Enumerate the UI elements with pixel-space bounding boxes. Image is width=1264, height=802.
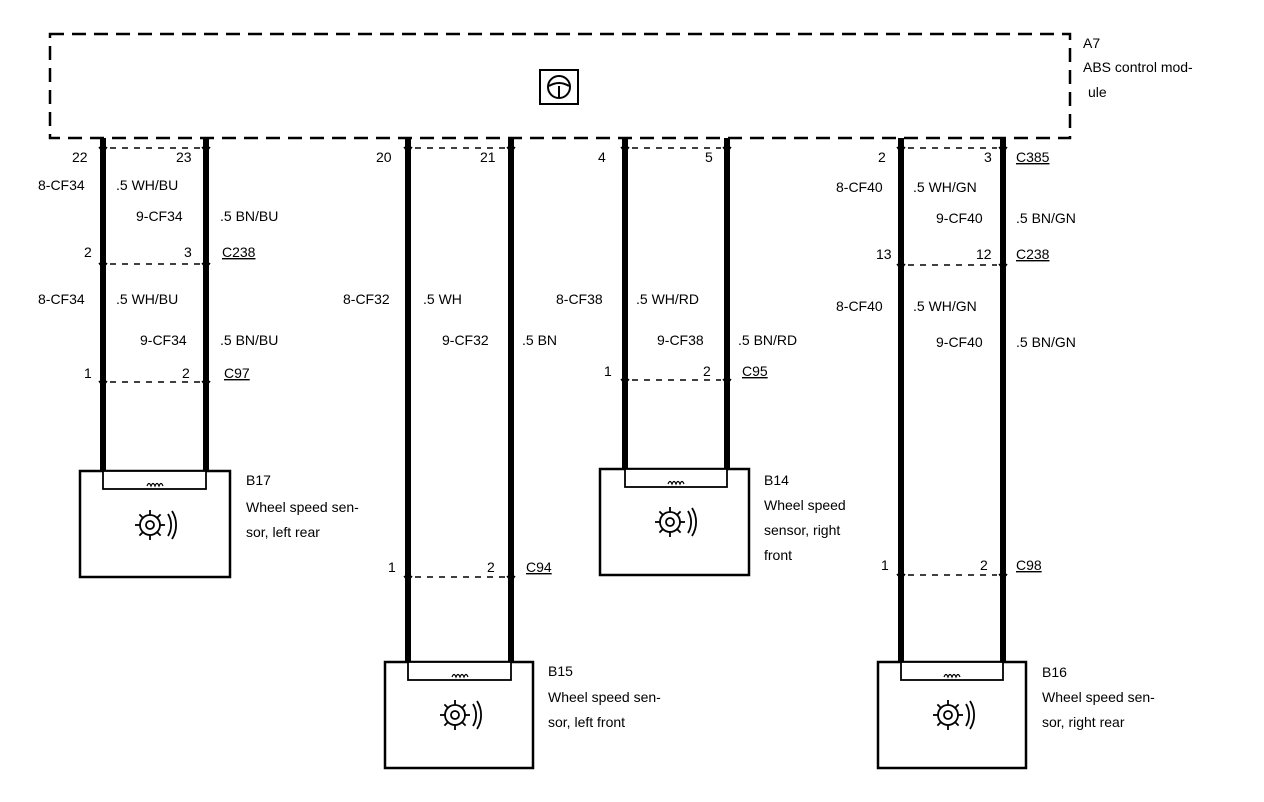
sensor-b16-id: B16 — [1042, 664, 1067, 680]
wire-id: 8-CF40 — [836, 298, 883, 314]
sensor-b17-desc-2: sor, left rear — [246, 524, 320, 540]
sensor-b17-desc-1: Wheel speed sen- — [246, 499, 359, 515]
sensor-b16-desc-2: sor, right rear — [1042, 714, 1125, 730]
sensor-b15-box — [383, 660, 535, 770]
pin-label: 1 — [388, 559, 396, 575]
circuit-cf32 — [403, 138, 516, 662]
wire-id: 9-CF38 — [657, 332, 704, 348]
wire-id: 9-CF34 — [140, 332, 187, 348]
connector-c238: C238 — [222, 244, 256, 260]
pin-label: 2 — [182, 365, 190, 381]
connector-c97: C97 — [224, 365, 250, 381]
steering-wheel-icon — [539, 69, 579, 105]
circuit-cf40 — [896, 138, 1008, 662]
sensor-b17-id: B17 — [246, 472, 271, 488]
wire-spec: .5 BN/RD — [738, 332, 797, 348]
connector-c238: C238 — [1016, 246, 1050, 262]
pin-20: 20 — [376, 149, 392, 165]
pin-label: 1 — [604, 363, 612, 379]
pin-22: 22 — [72, 149, 88, 165]
wire-spec: .5 WH/BU — [116, 177, 178, 193]
sensor-b17-box — [78, 469, 232, 579]
wire-spec: .5 WH/GN — [913, 298, 977, 314]
sensor-b14-desc-1: Wheel speed — [764, 497, 846, 513]
sensor-b14-desc-2: sensor, right — [764, 522, 840, 538]
sensor-b14-box — [598, 467, 751, 577]
wire-id: 9-CF40 — [936, 334, 983, 350]
wire-spec: .5 BN/GN — [1016, 334, 1076, 350]
pin-label: 2 — [487, 559, 495, 575]
wire-spec: .5 BN/GN — [1016, 210, 1076, 226]
sensor-b14-id: B14 — [764, 472, 789, 488]
pin-label: 3 — [184, 244, 192, 260]
sensor-b15-desc-1: Wheel speed sen- — [548, 689, 661, 705]
wire-spec: .5 BN/BU — [220, 208, 278, 224]
wire-spec: .5 BN — [522, 332, 557, 348]
sensor-b15-id: B15 — [548, 663, 573, 679]
module-desc-line1: ABS control mod- — [1083, 59, 1193, 75]
pin-23: 23 — [176, 149, 192, 165]
circuit-cf34 — [98, 138, 211, 471]
module-desc-line2: ule — [1088, 84, 1107, 100]
wire-spec: .5 WH/RD — [636, 291, 699, 307]
wire-spec: .5 WH/GN — [913, 179, 977, 195]
pin-2: 2 — [878, 149, 886, 165]
sensor-b14-desc-3: front — [764, 547, 792, 563]
pin-label: 1 — [881, 557, 889, 573]
wire-id: 8-CF34 — [38, 291, 85, 307]
connector-c94: C94 — [526, 559, 552, 575]
pin-label: 2 — [703, 363, 711, 379]
sensor-b16-box — [876, 660, 1028, 770]
pin-label: 1 — [84, 365, 92, 381]
wire-id: 8-CF34 — [38, 177, 85, 193]
pin-3: 3 — [984, 149, 992, 165]
connector-c385: C385 — [1016, 149, 1050, 165]
pin-label: 2 — [84, 244, 92, 260]
pin-label: 13 — [876, 246, 892, 262]
connector-c95: C95 — [742, 363, 768, 379]
connector-c98: C98 — [1016, 557, 1042, 573]
wire-id: 9-CF40 — [936, 210, 983, 226]
wire-id: 9-CF34 — [136, 208, 183, 224]
pin-label: 2 — [980, 557, 988, 573]
wire-id: 8-CF32 — [343, 291, 390, 307]
wire-id: 9-CF32 — [442, 332, 489, 348]
wire-spec: .5 WH/BU — [116, 291, 178, 307]
wire-spec: .5 WH — [423, 291, 462, 307]
pin-21: 21 — [480, 149, 496, 165]
wire-id: 8-CF40 — [836, 179, 883, 195]
pin-4: 4 — [598, 149, 606, 165]
pin-5: 5 — [705, 149, 713, 165]
abs-module-box — [48, 32, 1072, 140]
sensor-b15-desc-2: sor, left front — [548, 714, 625, 730]
module-id: A7 — [1083, 35, 1100, 51]
sensor-b16-desc-1: Wheel speed sen- — [1042, 689, 1155, 705]
wire-spec: .5 BN/BU — [220, 332, 278, 348]
wire-id: 8-CF38 — [556, 291, 603, 307]
circuit-cf38 — [620, 138, 732, 469]
pin-label: 12 — [976, 246, 992, 262]
